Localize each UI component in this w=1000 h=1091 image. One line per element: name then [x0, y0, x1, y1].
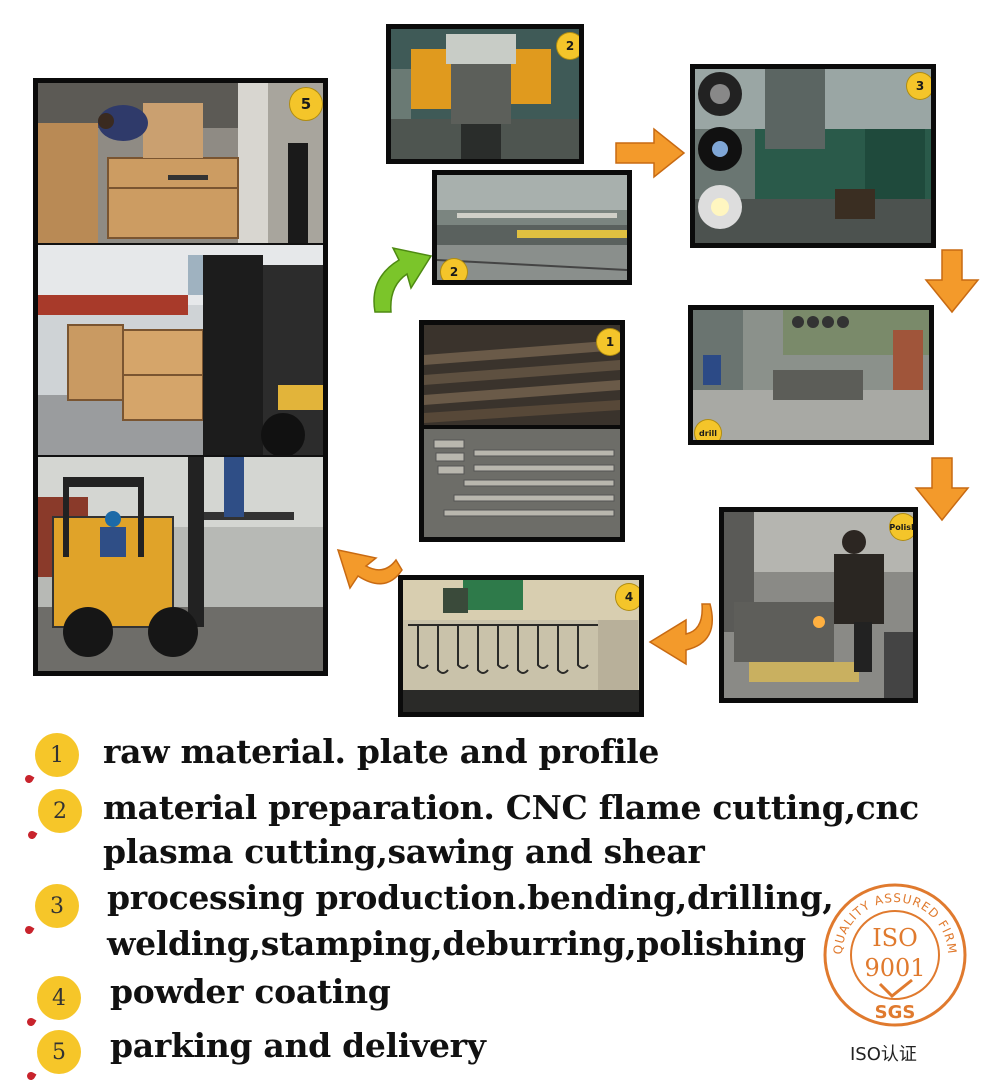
forklift-moving-crates-scene: [38, 245, 323, 455]
processing-production-photo: 3: [690, 64, 936, 248]
forklift-driver-scene: [38, 457, 323, 671]
polish-badge: Polish: [889, 514, 913, 540]
step-5-text: parking and delivery: [110, 1026, 486, 1065]
step-4-badge: 4: [616, 584, 639, 610]
step-5-badge: 5: [290, 88, 322, 120]
curved-left-arrow-icon-1: [648, 603, 714, 666]
step-3-text-line-2: welding,stamping,deburring,polishing: [107, 924, 806, 963]
step-2-text-line-1: material preparation. CNC flame cutting,…: [103, 788, 919, 827]
step-2-badge: 2: [557, 33, 579, 59]
step-3-text-line-1: processing production.bending,drilling,: [107, 878, 834, 917]
cnc-cutting-photo: 2: [432, 170, 632, 285]
down-arrow-icon-1: [924, 249, 980, 314]
drill-press-scene: [693, 310, 929, 440]
step-2-cnc-badge: 2: [441, 259, 467, 280]
step-1-number: 1: [35, 733, 79, 777]
step-1-badge: 1: [597, 329, 620, 355]
seal-number-text: 9001: [864, 954, 925, 982]
processing-workshop-scene: [695, 69, 931, 243]
curved-left-arrow-icon-2: [336, 549, 403, 590]
raw-material-photo: 1: [419, 320, 625, 542]
step-2-number: 2: [38, 789, 82, 833]
powder-coating-photo: 4: [398, 575, 644, 717]
sawing-machine-scene: [391, 29, 579, 159]
drill-photo: drill: [688, 305, 934, 445]
polish-photo: Polish: [719, 507, 918, 703]
step-3-number: 3: [35, 884, 79, 928]
step-4-number: 4: [37, 976, 81, 1020]
seal-caption: ISO认证: [850, 1044, 917, 1065]
right-arrow-icon: [615, 127, 686, 179]
step-2-text-line-2: plasma cutting,sawing and shear: [103, 832, 705, 871]
step-5-number: 5: [37, 1030, 81, 1074]
cnc-cutting-scene: [437, 175, 627, 280]
step-4-text: powder coating: [110, 972, 391, 1011]
seal-sgs-text: SGS: [875, 1002, 916, 1023]
iso-9001-sgs-seal: QUALITY ASSURED FIRM ISO 9001 SGS: [823, 883, 967, 1027]
polishing-worker-scene: [724, 512, 913, 698]
seal-iso-text: ISO: [872, 924, 918, 952]
powder-coating-line-scene: [403, 580, 639, 712]
step-1-text: raw material. plate and profile: [103, 732, 660, 771]
step-3-badge: 3: [907, 73, 931, 99]
steel-plates-scene: [424, 325, 620, 537]
packing-crates-scene: [38, 83, 323, 243]
down-arrow-icon-2: [914, 457, 970, 522]
green-curved-arrow-icon: [373, 246, 433, 313]
sawing-machine-photo: 2: [386, 24, 584, 164]
drill-badge: drill: [695, 420, 721, 440]
delivery-photo-column: 5: [33, 78, 328, 676]
